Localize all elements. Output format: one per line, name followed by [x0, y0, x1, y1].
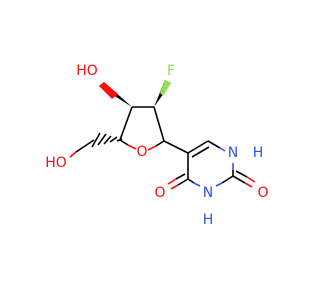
bond-c2-o-carbon [232, 175, 246, 184]
atom-hydroxyl-side: HO [45, 155, 67, 171]
bond-c6-n1-carbon [207, 140, 221, 149]
molecule-diagram: HO F O HO H N O O N H [0, 0, 300, 300]
bond-c5-c6-double [191, 146, 210, 158]
bond-c6-n1-nitrogen [219, 147, 226, 152]
bond-c4-o-carbon [177, 178, 189, 186]
bond-c5-c6 [187, 140, 209, 154]
hash-c4-ch2 [91, 132, 123, 148]
wedge-c3-oh-oxygen [99, 82, 118, 99]
atom-oxygen-left: O [154, 185, 165, 201]
bond-ch2-o-oxygen [69, 151, 77, 158]
atom-oxygen-right: O [257, 185, 268, 201]
bond-c4-c3 [119, 106, 133, 141]
bond-c4-o-double-carbon [175, 173, 186, 180]
atom-n1: N [228, 145, 238, 161]
wedge-c2-f-fluorine [160, 80, 171, 96]
atom-n1-hydrogen: H [253, 145, 264, 161]
atom-fluorine: F [167, 63, 175, 79]
bond-c2-n3-carbon [221, 175, 234, 184]
atom-hydroxyl-top: HO [76, 63, 98, 79]
bond-c1-c5 [163, 140, 189, 154]
bond-c2-c1 [153, 106, 165, 142]
bond-c2-o-double-oxygen [246, 176, 256, 183]
bond-c2-o-double-carbon [235, 170, 248, 178]
bond-o-c4-oxygen [127, 144, 137, 150]
bond-c1-o-oxygen [147, 145, 157, 151]
atom-n3: N [203, 185, 213, 201]
bond-c1-o-carbon [155, 140, 165, 147]
bond-c4-o-oxygen [170, 184, 179, 190]
bond-c2-n3-nitrogen [215, 182, 223, 187]
bond-n3-c4-nitrogen [193, 182, 201, 187]
bond-ch2-o-carbon [75, 139, 95, 153]
atom-n3-hydrogen: H [203, 212, 214, 228]
atom-ring-oxygen: O [136, 144, 147, 160]
background [0, 0, 300, 300]
bond-o-c4-carbon [119, 139, 129, 146]
bond-c2-o-oxygen [244, 182, 253, 188]
bond-n3-c4-carbon [187, 178, 195, 184]
structure-canvas: HO F O HO H N O O N H [0, 0, 300, 300]
bond-c4-o-double-oxygen [167, 178, 177, 185]
